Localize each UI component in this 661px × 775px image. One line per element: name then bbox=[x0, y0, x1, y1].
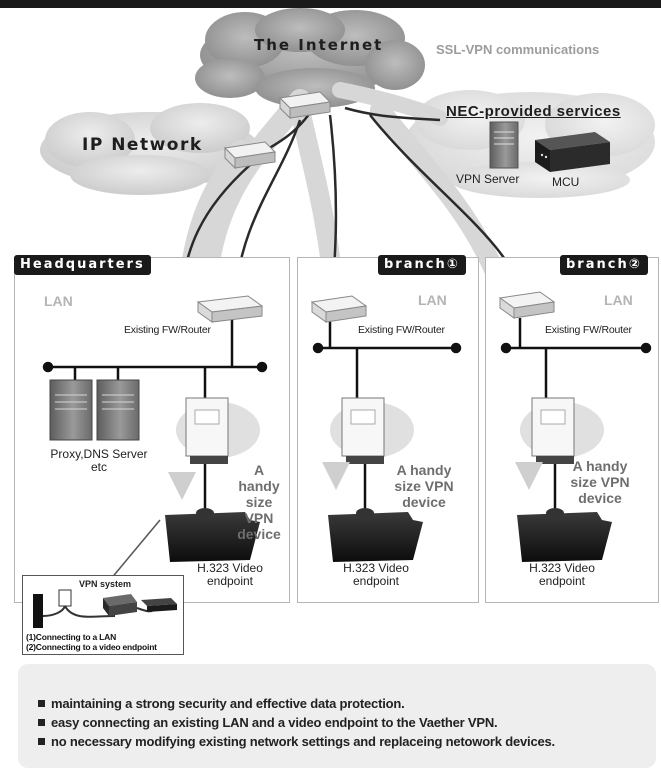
lan-bus-lines bbox=[42, 318, 652, 398]
b2-fw-label: Existing FW/Router bbox=[545, 324, 632, 336]
vpn-system-item-2: (2)Connecting to a video endpoint bbox=[26, 642, 157, 652]
vpn-system-title: VPN system bbox=[79, 579, 132, 589]
endpoint-cables bbox=[203, 464, 557, 515]
benefit-text: maintaining a strong security and effect… bbox=[51, 696, 405, 711]
b1-fw-label: Existing FW/Router bbox=[358, 324, 445, 336]
vpn-system-illustration bbox=[33, 589, 177, 628]
vpn-server-icon bbox=[489, 121, 519, 169]
benefit-item: no necessary modifying existing network … bbox=[38, 734, 555, 749]
hq-lan-label: LAN bbox=[44, 293, 73, 309]
b1-vpn-device-icon bbox=[330, 397, 414, 464]
nec-services-title: NEC-provided services bbox=[446, 103, 621, 120]
b2-device-label: A handy size VPN device bbox=[570, 458, 630, 506]
b1-video-endpoint-icon bbox=[328, 508, 423, 562]
b2-video-endpoint-icon bbox=[517, 508, 612, 562]
b2-endpoint-label: H.323 Video endpoint bbox=[529, 561, 595, 588]
mcu-label: MCU bbox=[552, 175, 580, 189]
hq-vpn-device-icon bbox=[176, 397, 260, 464]
bullet-icon bbox=[38, 700, 45, 707]
ssl-vpn-label: SSL-VPN communications bbox=[436, 42, 600, 57]
benefit-text: no necessary modifying existing network … bbox=[51, 734, 555, 749]
top-bar bbox=[0, 0, 661, 8]
benefit-text: easy connecting an existing LAN and a vi… bbox=[51, 715, 498, 730]
bullet-icon bbox=[38, 719, 45, 726]
b2-router-icon bbox=[498, 291, 556, 319]
b1-lan-label: LAN bbox=[418, 292, 447, 308]
vpn-system-inset: VPN system (1)Connecting to a LAN (2)Con… bbox=[22, 575, 184, 655]
hq-video-endpoint-icon bbox=[165, 508, 260, 562]
b2-lan-label: LAN bbox=[604, 292, 633, 308]
proxy-dns-label: Proxy,DNS Server etc bbox=[50, 447, 148, 474]
benefits-panel: maintaining a strong security and effect… bbox=[18, 664, 656, 768]
proxy-server-icons bbox=[49, 379, 140, 441]
vpn-server-label: VPN Server bbox=[456, 172, 520, 186]
core-switch-2 bbox=[223, 141, 277, 170]
inset-pointer bbox=[109, 519, 161, 581]
branch2-tab: branch② bbox=[560, 255, 648, 275]
ip-network-label: IP Network bbox=[82, 135, 203, 155]
headquarters-tab: Headquarters bbox=[14, 255, 151, 275]
mcu-icon bbox=[535, 132, 610, 172]
hq-fw-label: Existing FW/Router bbox=[124, 324, 211, 336]
benefit-item: easy connecting an existing LAN and a vi… bbox=[38, 715, 498, 730]
internet-cloud bbox=[195, 8, 425, 108]
b1-device-label: A handy size VPN device bbox=[394, 462, 454, 510]
tunnel-arrowheads bbox=[168, 462, 543, 500]
branch1-tab: branch① bbox=[378, 255, 466, 275]
b1-endpoint-label: H.323 Video endpoint bbox=[343, 561, 409, 588]
bullet-icon bbox=[38, 738, 45, 745]
b2-vpn-device-icon bbox=[520, 397, 604, 464]
benefit-item: maintaining a strong security and effect… bbox=[38, 696, 405, 711]
hq-router-icon bbox=[196, 295, 264, 323]
hq-device-label: A handy size VPN device bbox=[237, 462, 281, 542]
core-switch-1 bbox=[278, 91, 332, 120]
internet-label: The Internet bbox=[254, 36, 384, 54]
vpn-system-item-1: (1)Connecting to a LAN bbox=[26, 632, 117, 642]
ip-network-cloud bbox=[40, 103, 260, 195]
hq-endpoint-label: H.323 Video endpoint bbox=[197, 561, 263, 588]
b1-router-icon bbox=[310, 295, 368, 323]
